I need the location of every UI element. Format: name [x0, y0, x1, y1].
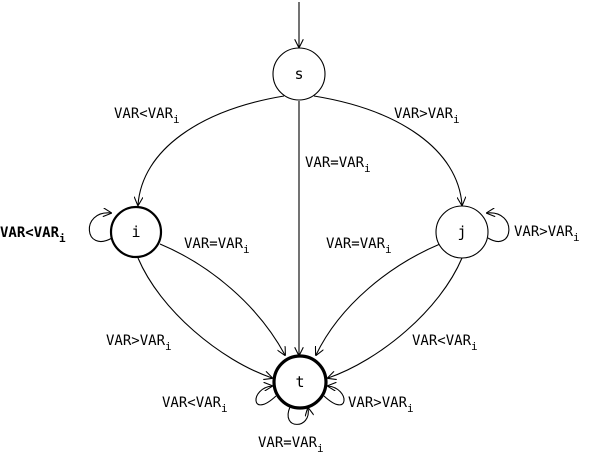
- label-s-to-i: VAR<VARi: [114, 106, 180, 126]
- node-s: s: [272, 47, 326, 101]
- label-t-self-eq: VAR=VARi: [258, 435, 324, 455]
- label-i-to-t-gt: VAR>VARi: [106, 333, 172, 353]
- label-i-self: VAR<VARi: [0, 225, 66, 245]
- label-t-self-lt: VAR<VARi: [162, 395, 228, 415]
- node-i-label: i: [131, 223, 140, 241]
- edge-i-to-t-gt: [137, 257, 272, 378]
- loop-t-right: [323, 386, 345, 406]
- label-j-to-t-eq: VAR=VARi: [326, 236, 392, 256]
- node-i: i: [109, 205, 163, 259]
- edge-j-to-t-lt: [328, 257, 463, 378]
- edge-s-to-j: [313, 95, 462, 205]
- label-i-to-t-eq: VAR=VARi: [184, 236, 250, 256]
- loop-i: [88, 213, 112, 242]
- label-s-to-j: VAR>VARi: [394, 106, 460, 126]
- loop-j: [487, 213, 510, 242]
- edge-s-to-i: [138, 95, 285, 205]
- edge-i-to-t-eq: [159, 243, 285, 355]
- node-t-label: t: [295, 373, 304, 391]
- loop-t-left: [255, 386, 277, 406]
- label-s-to-t: VAR=VARi: [305, 155, 371, 175]
- loop-t-bottom: [287, 407, 308, 425]
- node-t: t: [272, 354, 328, 410]
- edge-j-to-t-eq: [316, 243, 441, 355]
- label-t-self-gt: VAR>VARi: [348, 395, 414, 415]
- node-s-label: s: [294, 65, 303, 83]
- label-j-self: VAR>VARi: [514, 224, 580, 244]
- node-j-label: j: [457, 223, 466, 241]
- node-j: j: [435, 205, 489, 259]
- label-j-to-t-lt: VAR<VARi: [412, 333, 478, 353]
